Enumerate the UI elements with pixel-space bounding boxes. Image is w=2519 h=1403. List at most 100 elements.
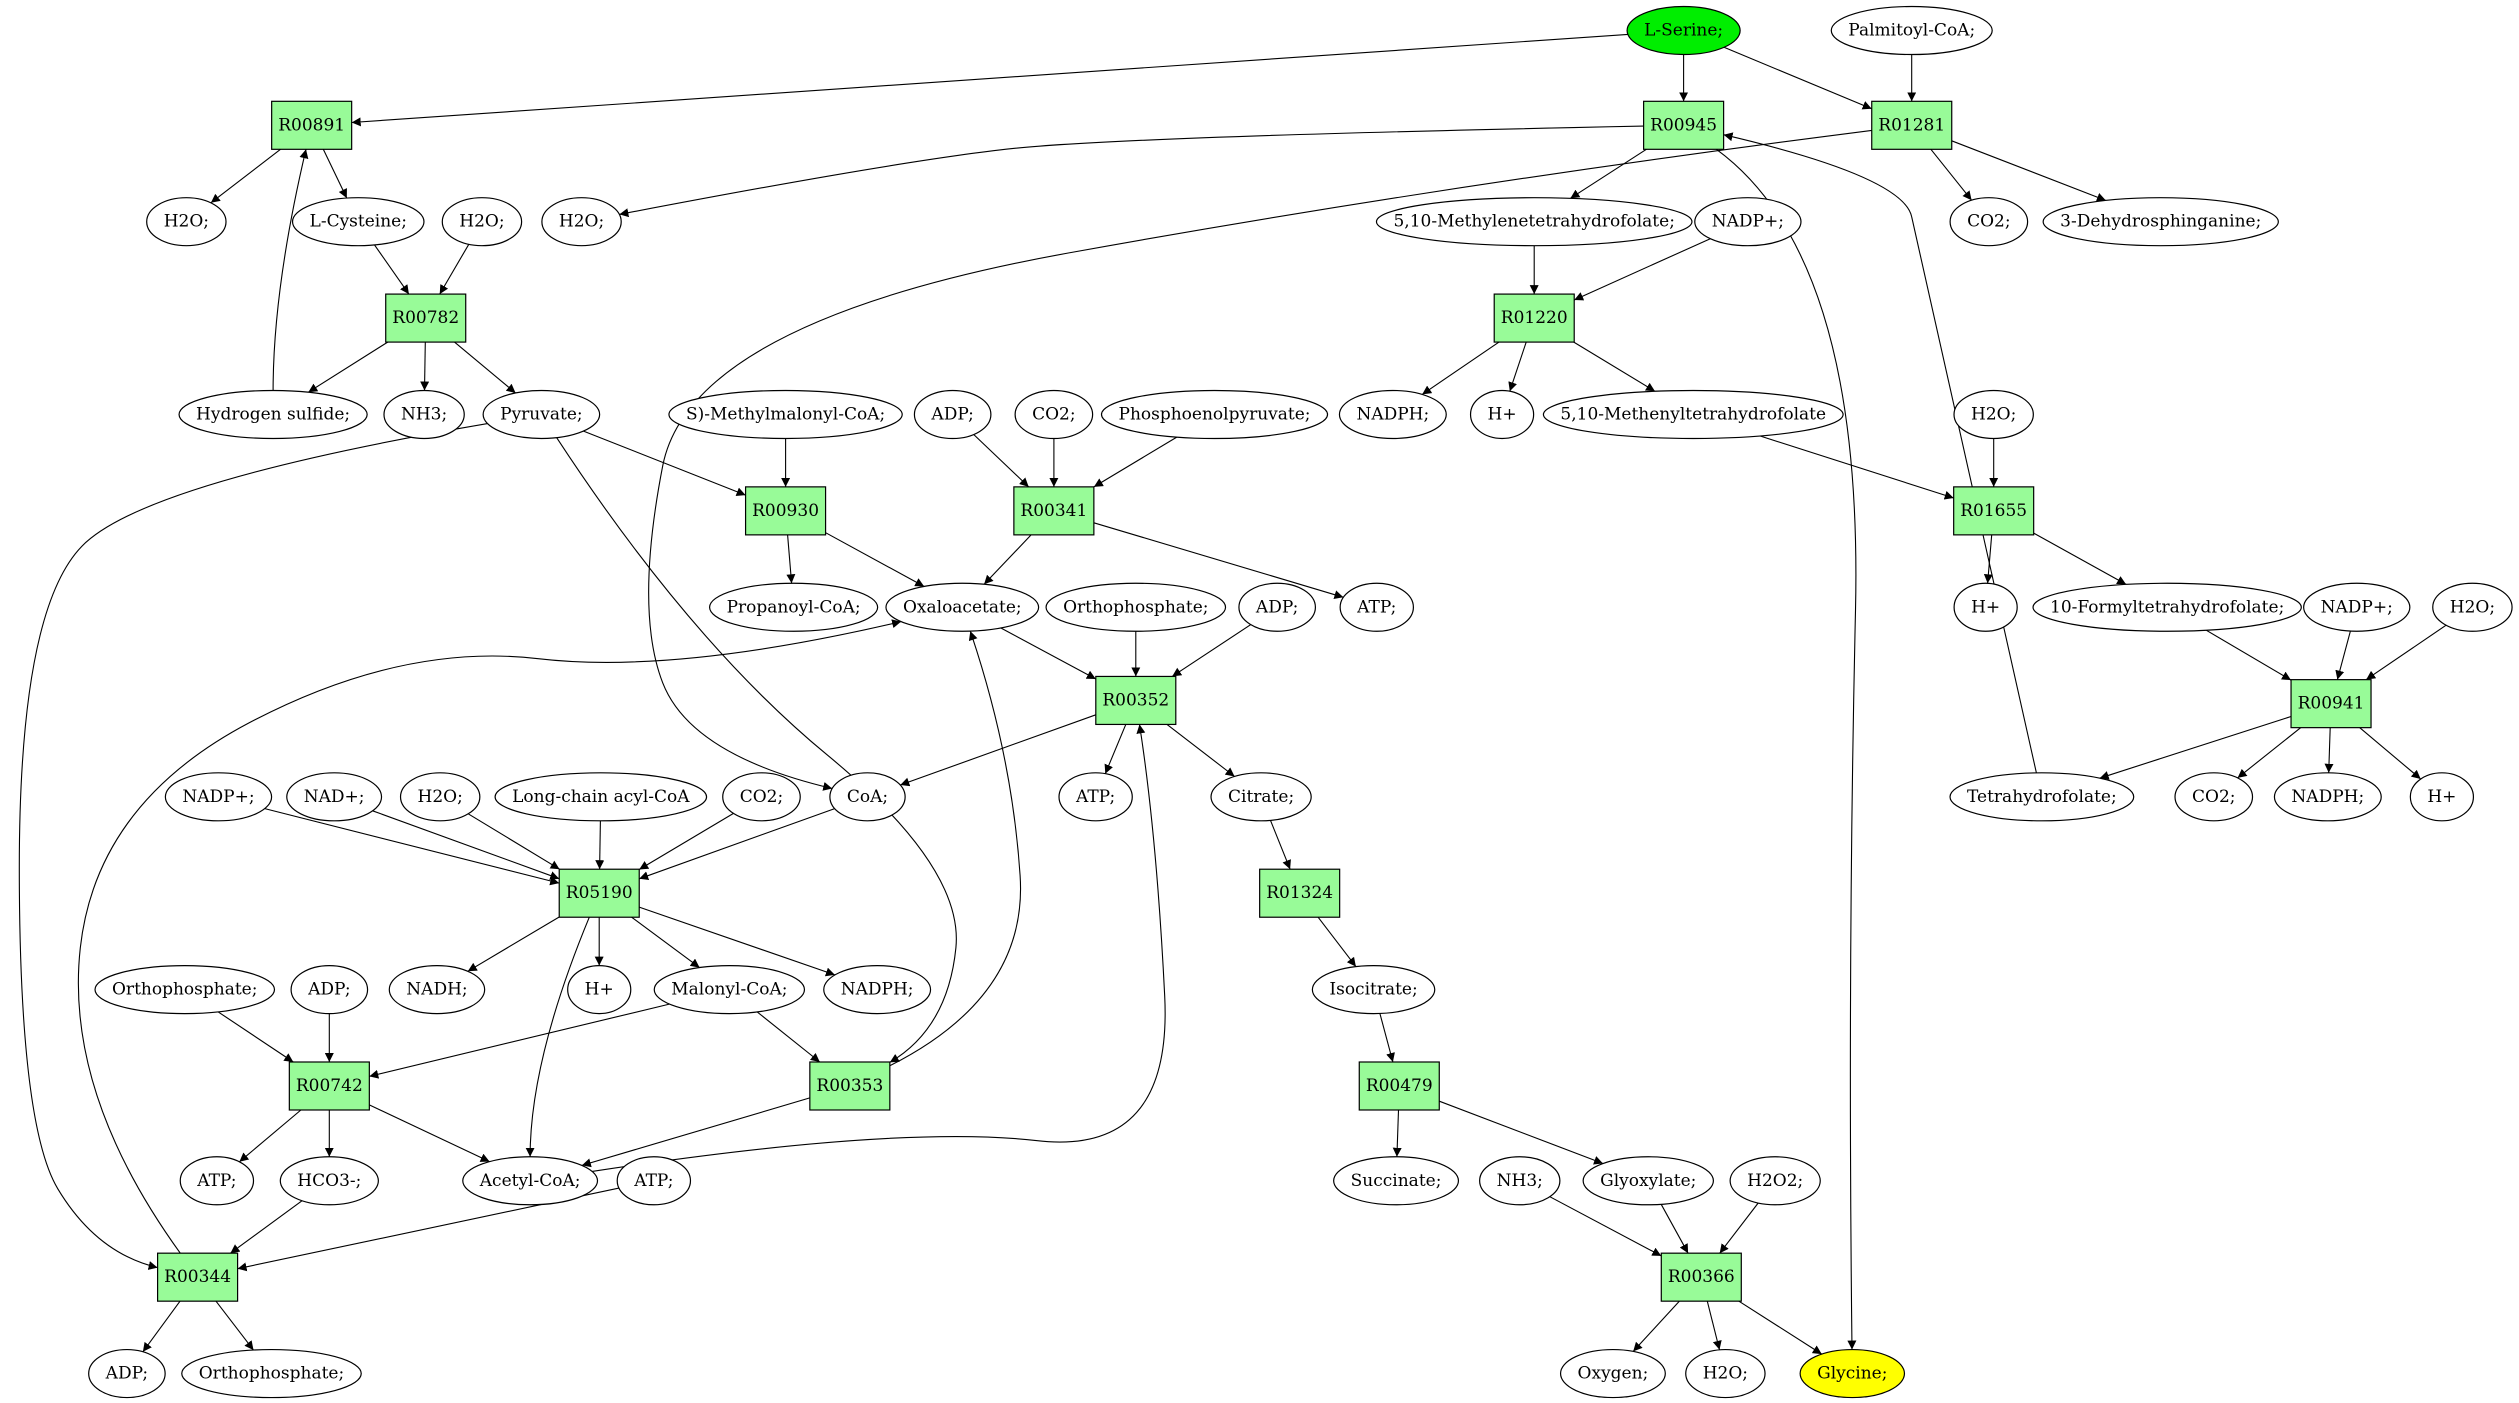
edge-h2o-b-to-r00782 (439, 244, 470, 295)
reaction-label: R01655 (1960, 501, 2027, 521)
compound-node-nad-plus: NAD+; (286, 772, 383, 822)
compound-ellipse (1694, 197, 1802, 247)
compound-node-h2o-b: H2O; (441, 197, 523, 247)
compound-label: NH3; (1497, 1171, 1543, 1191)
compound-node-long-chain-acyl-coa: Long-chain acyl-CoA (494, 772, 708, 822)
edge-r01220-to-hplus-a (1508, 341, 1527, 392)
reaction-box (809, 1061, 891, 1111)
compound-ellipse (2303, 582, 2411, 632)
compound-node-hco3: HCO3-; (279, 1156, 379, 1206)
reaction-label: R00341 (1020, 501, 1087, 521)
compound-label: ATP; (1356, 597, 1396, 617)
compound-ellipse (708, 582, 879, 632)
compound-node-nh3-b: NH3; (1479, 1156, 1561, 1206)
reaction-box (1493, 293, 1575, 343)
edge-r00353-to-oxaloacetate (889, 630, 1022, 1067)
edge-h2o-e-to-r00941 (2365, 624, 2447, 681)
compound-node-atp-c: ATP; (179, 1156, 255, 1206)
compound-ellipse (179, 1156, 255, 1206)
edge-r00366-to-glycine (1738, 1300, 1823, 1355)
compound-node-hplus-b: H+ (1953, 582, 2018, 632)
edge-r05190-to-nadph-c (639, 906, 836, 977)
reaction-box (271, 100, 353, 150)
compound-label: Long-chain acyl-CoA (512, 787, 690, 807)
compound-label: ADP; (105, 1364, 148, 1384)
compound-label: NAD+; (304, 787, 365, 807)
compound-node-adp-b: ADP; (1238, 582, 1317, 632)
compound-ellipse (653, 965, 806, 1015)
compound-node-nh3-a: NH3; (383, 389, 465, 440)
compound-node-methenylthf: 5,10-Methenyltetrahydrofolate (1542, 389, 1844, 440)
compound-label: H2O; (418, 787, 463, 807)
compound-ellipse (1338, 389, 1447, 440)
reaction-label: R05190 (566, 883, 633, 903)
edges-layer (18, 33, 2447, 1355)
compound-node-h2o-f: H2O; (399, 772, 481, 822)
compound-node-malonyl-coa: Malonyl-CoA; (653, 965, 806, 1015)
edge-r00341-to-oxaloacetate (983, 534, 1032, 585)
reaction-label: R01324 (1266, 883, 1333, 903)
reaction-node-r00742: R00742 (288, 1061, 370, 1111)
compound-ellipse (1685, 1348, 1766, 1399)
compound-ellipse (164, 772, 273, 822)
compound-ellipse (1210, 772, 1312, 822)
reaction-box (1660, 1252, 1742, 1302)
edge-r00945-to-h2o-c (619, 125, 1644, 218)
compound-node-atp-d: ATP; (616, 1156, 692, 1206)
reaction-label: R00742 (296, 1076, 363, 1096)
edge-r00782-to-pyruvate (454, 341, 516, 394)
compound-node-glyoxylate: Glyoxylate; (1582, 1156, 1714, 1206)
compound-ellipse (1799, 1348, 1906, 1399)
compound-label: H2O; (459, 212, 504, 232)
edge-acetyl-coa-to-r00352 (592, 724, 1166, 1172)
compound-ellipse (482, 389, 601, 440)
compound-ellipse (286, 772, 383, 822)
compound-label: ATP; (196, 1171, 236, 1191)
compound-node-citrate: Citrate; (1210, 772, 1312, 822)
reaction-box (1358, 1061, 1440, 1111)
reaction-node-r00353: R00353 (809, 1061, 891, 1111)
reaction-box (1095, 675, 1177, 726)
compound-ellipse (885, 582, 1040, 632)
edge-r01281-to-coa (648, 129, 1872, 791)
compound-label: CoA; (847, 787, 888, 807)
compound-label: H+ (1971, 597, 2000, 617)
compound-ellipse (494, 772, 708, 822)
edge-r00344-to-oxaloacetate (77, 619, 902, 1254)
reaction-box (385, 293, 467, 343)
edge-r00352-to-atp-b (1104, 724, 1127, 774)
edge-nadp-c-to-r05190 (264, 808, 560, 886)
reaction-node-r01281: R01281 (1871, 100, 1953, 150)
compound-ellipse (1479, 1156, 1561, 1206)
compound-label: H+ (585, 980, 614, 1000)
edge-nh3-b-to-r00366 (1549, 1196, 1662, 1257)
compound-node-h2o-g: H2O; (1685, 1348, 1766, 1399)
reaction-node-r00945: R00945 (1643, 100, 1725, 150)
compound-ellipse (1949, 772, 2135, 822)
edge-oxaloacetate-to-r00352 (1000, 627, 1097, 680)
edge-nadp-a-to-r01220 (1573, 238, 1711, 301)
edge-r00353-to-acetyl-coa (581, 1097, 810, 1168)
reaction-node-r00366: R00366 (1660, 1252, 1742, 1302)
edge-r00479-to-glyoxylate (1439, 1100, 1604, 1165)
compound-label: NADPH; (2291, 787, 2364, 807)
edge-r00352-to-citrate (1166, 723, 1235, 777)
compound-ellipse (1830, 5, 1993, 56)
compound-label: Hydrogen sulfide; (196, 404, 350, 424)
compound-ellipse (441, 197, 523, 247)
compound-node-pep: Phosphoenolpyruvate; (1100, 389, 1329, 440)
compound-ellipse (1542, 389, 1844, 440)
edge-malonyl-coa-to-r00353 (756, 1011, 821, 1063)
edge-r01220-to-nadph-a (1421, 341, 1500, 395)
edge-citrate-to-r01324 (1269, 820, 1291, 870)
edge-methenylthf-to-r01655 (1760, 435, 1954, 500)
compound-label: L-Cysteine; (310, 212, 407, 232)
edge-h2o-f-to-r05190 (467, 813, 560, 870)
compound-node-palmitoyl-coa: Palmitoyl-CoA; (1830, 5, 1993, 56)
compound-label: HCO3-; (297, 1171, 361, 1191)
reaction-label: R00945 (1650, 115, 1717, 135)
compound-node-l-serine: L-Serine; (1626, 5, 1741, 56)
compound-ellipse (388, 965, 486, 1015)
edge-isocitrate-to-r00479 (1379, 1013, 1395, 1063)
edge-r05190-to-nadh (467, 916, 560, 972)
